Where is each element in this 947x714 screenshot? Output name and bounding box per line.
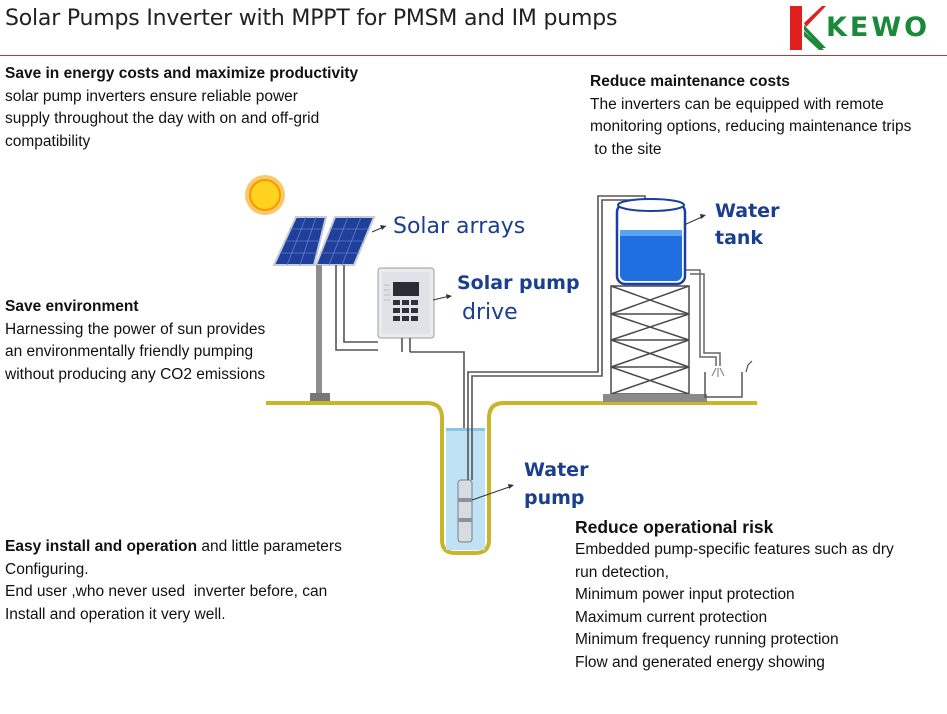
risk-section: Reduce operational risk Embedded pump-sp… bbox=[575, 515, 894, 674]
install-heading: Easy install and operation bbox=[5, 538, 198, 555]
install-heading-rest: and little parameters bbox=[197, 538, 342, 555]
drive-label-line1: Solar pump bbox=[457, 272, 580, 294]
solar-arrays-label: Solar arrays bbox=[393, 214, 525, 239]
maintenance-section: Reduce maintenance costs The inverters c… bbox=[590, 71, 947, 161]
install-line: Configuring. bbox=[5, 560, 89, 578]
environment-section: Save environment Harnessing the power of… bbox=[5, 296, 265, 386]
sun-icon bbox=[245, 175, 285, 215]
brand-name: KEWO bbox=[826, 12, 931, 43]
energy-section: Save in energy costs and maximize produc… bbox=[5, 63, 358, 153]
maintenance-line: to the site bbox=[590, 140, 662, 158]
page-title: Solar Pumps Inverter with MPPT for PMSM … bbox=[5, 6, 618, 31]
title-divider bbox=[0, 55, 947, 56]
tank-label-line1: Water bbox=[715, 200, 780, 222]
energy-heading: Save in energy costs and maximize produc… bbox=[5, 65, 359, 82]
tank-tower-icon bbox=[603, 285, 707, 402]
risk-line: Maximum current protection bbox=[575, 608, 768, 626]
install-line: End user ,who never used inverter before… bbox=[5, 583, 328, 600]
energy-line: supply throughout the day with on and of… bbox=[5, 110, 320, 127]
pump-label-line2: pump bbox=[524, 487, 585, 509]
logo-mark-icon bbox=[790, 6, 826, 50]
risk-line: Minimum frequency running protection bbox=[575, 631, 839, 648]
energy-line: compatibility bbox=[5, 132, 91, 150]
tank-label-line2: tank bbox=[715, 227, 763, 249]
maintenance-heading: Reduce maintenance costs bbox=[590, 73, 790, 90]
kewo-logo: KEWO bbox=[788, 3, 947, 53]
environment-line: without producing any CO2 emissions bbox=[5, 365, 266, 383]
risk-line: Minimum power input protection bbox=[575, 586, 795, 603]
risk-heading: Reduce operational risk bbox=[575, 517, 774, 537]
water-tank-icon bbox=[615, 198, 687, 286]
environment-line: Harnessing the power of sun provides bbox=[5, 320, 266, 338]
risk-line: Embedded pump-specific features such as … bbox=[575, 541, 894, 558]
maintenance-line: The inverters can be equipped with remot… bbox=[590, 95, 884, 113]
environment-heading: Save environment bbox=[5, 298, 139, 315]
maintenance-line: monitoring options, reducing maintenance… bbox=[590, 118, 912, 135]
solar-pump-drive-icon bbox=[377, 267, 435, 339]
install-section: Easy install and operation and little pa… bbox=[5, 536, 342, 626]
risk-line: run detection, bbox=[575, 563, 669, 581]
ground-line bbox=[266, 401, 757, 555]
water-pump-icon bbox=[457, 479, 473, 543]
pump-label-line1: Water bbox=[524, 459, 589, 481]
energy-line: solar pump inverters ensure reliable pow… bbox=[5, 87, 298, 105]
install-line: Install and operation it very well. bbox=[5, 605, 226, 623]
environment-line: an environmentally friendly pumping bbox=[5, 343, 254, 360]
risk-line: Flow and generated energy showing bbox=[575, 653, 825, 671]
install-heading-row: Easy install and operation and little pa… bbox=[5, 536, 342, 559]
solar-panels-icon bbox=[272, 216, 376, 401]
drive-label-line2: drive bbox=[462, 300, 518, 325]
